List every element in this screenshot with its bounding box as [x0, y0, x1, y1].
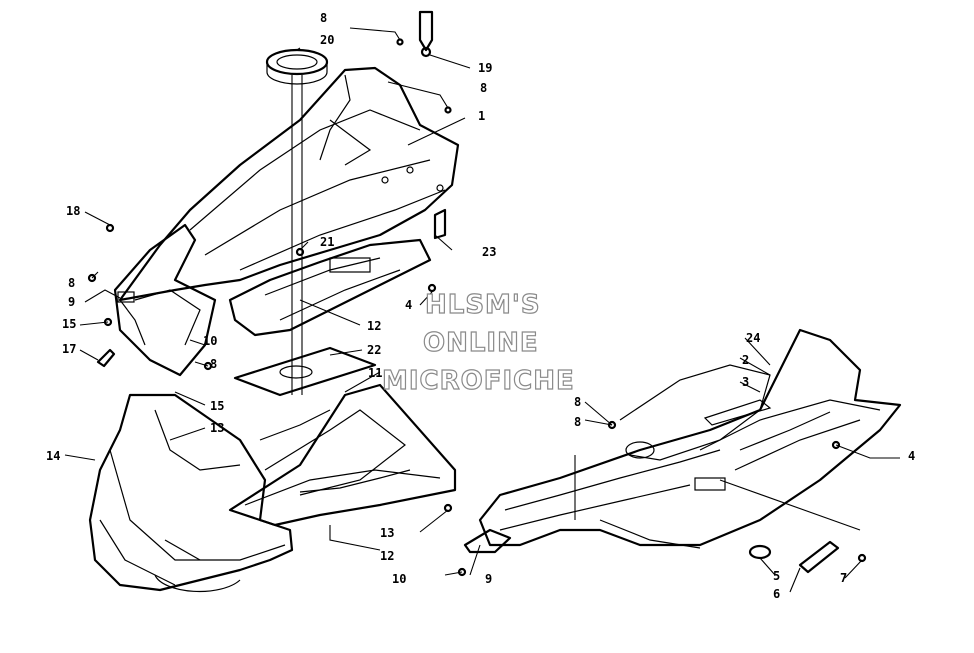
- callout-8: 8: [574, 395, 581, 409]
- watermark-line-2: ONLINE: [423, 328, 539, 358]
- callout-12: 12: [380, 549, 394, 563]
- callout-24: 24: [746, 331, 760, 345]
- callout-10: 10: [203, 334, 217, 348]
- inner-floor-panel: [228, 238, 432, 337]
- nose-bumper: [88, 393, 294, 593]
- left-side-panel: [113, 223, 217, 377]
- fasteners-lower: [457, 420, 867, 577]
- callout-9: 9: [68, 295, 75, 309]
- callout-6: 6: [773, 587, 780, 601]
- watermark-line-1: HLSM'S: [425, 290, 541, 320]
- gasket-plate: [233, 346, 377, 397]
- callout-23: 23: [482, 245, 496, 259]
- callout-labels: 8 20 19 8 1 18 21 23 8 9 4 15 12 17 10 8…: [46, 11, 915, 601]
- callout-17: 17: [62, 342, 76, 356]
- callout-10: 10: [392, 572, 406, 586]
- callout-14: 14: [46, 449, 60, 463]
- callout-11: 11: [368, 366, 382, 380]
- callout-19: 19: [478, 61, 492, 75]
- callout-8: 8: [574, 415, 581, 429]
- rear-tunnel-assembly: [463, 328, 902, 554]
- callout-5: 5: [773, 569, 780, 583]
- callout-12: 12: [367, 319, 381, 333]
- callout-1: 1: [478, 109, 485, 123]
- callout-8: 8: [68, 276, 75, 290]
- callout-4: 4: [908, 449, 915, 463]
- callout-7: 7: [840, 571, 847, 585]
- callout-15: 15: [62, 317, 76, 331]
- belly-pan: [228, 383, 457, 527]
- watermark-line-3: MICROFICHE: [382, 366, 575, 396]
- callout-13: 13: [210, 421, 224, 435]
- callout-8: 8: [320, 11, 327, 25]
- callout-18: 18: [66, 204, 80, 218]
- callout-15: 15: [210, 399, 224, 413]
- watermark: HLSM'S ONLINE MICROFICHE: [381, 289, 575, 396]
- hood-assembly: [118, 66, 460, 302]
- callout-13: 13: [380, 526, 394, 540]
- callout-2: 2: [742, 353, 749, 367]
- callout-4: 4: [405, 298, 412, 312]
- fasteners-upper: [87, 10, 452, 371]
- alignment-lines: [291, 75, 303, 395]
- callout-22: 22: [367, 343, 381, 357]
- callout-8: 8: [480, 81, 487, 95]
- callout-3: 3: [742, 375, 749, 389]
- callout-9: 9: [485, 572, 492, 586]
- seal-ring: [265, 48, 329, 85]
- callout-20: 20: [320, 33, 334, 47]
- callout-21: 21: [320, 235, 334, 249]
- callout-8: 8: [210, 357, 217, 371]
- leader-lines: [64, 27, 900, 593]
